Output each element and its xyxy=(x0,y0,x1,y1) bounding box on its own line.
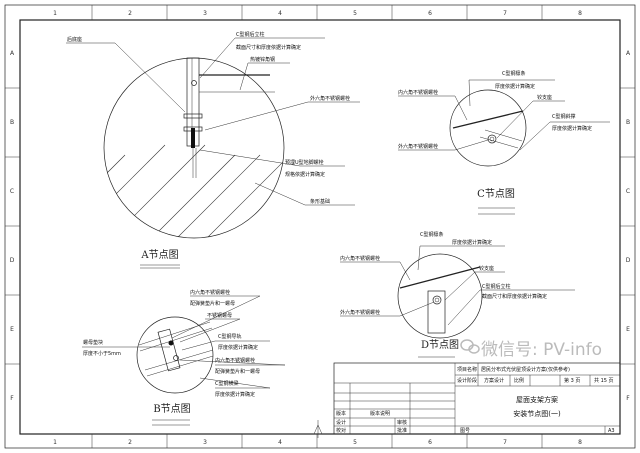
drawing-subtitle: 安装节点图(一) xyxy=(513,409,561,418)
stage-value: 方案设计 xyxy=(484,377,504,384)
callout: C型钢横梁 xyxy=(215,380,239,387)
column-number: 5 xyxy=(353,439,357,446)
column-number: 8 xyxy=(578,10,582,17)
project-label: 项目名称 xyxy=(457,366,477,373)
row-letter: C xyxy=(10,188,14,195)
callout: 外六角不锈钢螺栓 xyxy=(398,143,438,150)
callout: 厚度不小于5mm xyxy=(83,350,121,357)
callout: 铰支座 xyxy=(479,265,494,272)
row-letter: E xyxy=(10,326,14,333)
watermark: 微信号: PV-info xyxy=(481,340,602,360)
callout: 预埋U型地脚螺栓 xyxy=(285,159,324,166)
callout: 厚度依据计算确定 xyxy=(495,83,535,90)
callout: 厚度依据计算确定 xyxy=(552,125,592,132)
callout: 厚度依据计算确定 xyxy=(218,344,258,351)
title-block: 项目名称 居民分布式光伏屋顶设计方案(仅供参考) 设计阶段 方案设计 比例 第 … xyxy=(333,362,621,435)
detail-a: 后底座 C型钢后立柱 截面尺寸和厚度依据计算确定 热镀锌角钢 外六角不锈钢螺栓 … xyxy=(66,31,360,269)
row-letter: B xyxy=(10,119,14,126)
callout: C型钢檩条 xyxy=(420,231,444,238)
callout: 配弹簧垫片和一螺母 xyxy=(215,368,260,375)
detail-d-title: D节点图 xyxy=(421,339,459,351)
detail-d: C型钢檩条 厚度依据计算确定 内六角不锈钢螺栓 铰支座 C型钢后立柱 截面尺寸和… xyxy=(340,231,575,358)
north-arrow-icon xyxy=(313,420,323,438)
column-number: 6 xyxy=(428,439,432,446)
detail-c-title: C节点图 xyxy=(477,188,515,200)
column-number: 8 xyxy=(578,439,582,446)
stage-label: 设计阶段 xyxy=(457,377,477,384)
column-number: 4 xyxy=(278,10,282,17)
detail-b: 内六角不锈钢螺栓 配弹簧垫片和一螺母 不锈钢螺母 C型钢导轨 厚度依据计算确定 … xyxy=(82,289,286,426)
approve-label: 批准 xyxy=(397,427,407,434)
callout: 厚度依据计算确定 xyxy=(452,239,492,246)
callout: 条形基础 xyxy=(310,198,330,205)
row-letter: E xyxy=(626,326,630,333)
callout: 内六角不锈钢螺栓 xyxy=(190,289,230,296)
callout: 内六角不锈钢螺栓 xyxy=(398,89,438,96)
callout: C型钢檩条 xyxy=(502,70,526,77)
row-letter: D xyxy=(626,257,631,264)
callout: 外六角不锈钢螺栓 xyxy=(340,309,380,316)
callout: 内六角不锈钢螺栓 xyxy=(215,357,255,364)
column-number: 5 xyxy=(353,10,357,17)
callout: 截面尺寸和厚度依据计算确定 xyxy=(482,293,547,300)
callout: 规格依据计算确定 xyxy=(285,171,325,178)
row-letter: B xyxy=(626,119,630,126)
callout: 后底座 xyxy=(67,36,82,43)
page-total: 共 15 页 xyxy=(594,377,614,384)
column-number: 6 xyxy=(428,10,432,17)
row-letter: D xyxy=(10,257,15,264)
detail-b-title: B节点图 xyxy=(153,403,190,415)
page-number: 第 3 页 xyxy=(564,377,580,384)
row-letter: A xyxy=(626,50,631,57)
callout: C型钢导轨 xyxy=(218,333,242,340)
row-letter: A xyxy=(10,50,15,57)
callout: C型钢后立柱 xyxy=(482,283,511,290)
column-number: 3 xyxy=(203,439,207,446)
paper-size: A3 xyxy=(608,428,615,434)
callout: C型钢后立柱 xyxy=(236,31,265,38)
row-letter: C xyxy=(626,188,630,195)
callout: C型钢斜撑 xyxy=(552,113,576,120)
column-number: 7 xyxy=(503,10,507,17)
callout: 铰支座 xyxy=(537,94,552,101)
drawing-number-label: 图号 xyxy=(460,428,470,434)
callout: 截面尺寸和厚度依据计算确定 xyxy=(236,44,301,51)
column-number: 1 xyxy=(53,439,57,446)
wechat-icon xyxy=(460,339,480,354)
review-label: 审核 xyxy=(397,419,407,426)
version-desc-label: 版本说明 xyxy=(370,410,390,417)
callout: 热镀锌角钢 xyxy=(250,56,275,63)
row-letter: F xyxy=(10,395,14,402)
check-label: 校对 xyxy=(336,427,346,434)
column-number: 4 xyxy=(278,439,282,446)
column-number: 1 xyxy=(53,10,57,17)
column-number: 7 xyxy=(503,439,507,446)
callout: 配弹簧垫片和一螺母 xyxy=(190,300,235,307)
callout: 外六角不锈钢螺栓 xyxy=(310,95,350,102)
design-label: 设计 xyxy=(336,419,346,426)
version-label: 版本 xyxy=(336,410,346,417)
scale-label: 比例 xyxy=(514,377,524,384)
column-number: 3 xyxy=(203,10,207,17)
detail-c: C型钢檩条 厚度依据计算确定 内六角不锈钢螺栓 铰支座 C型钢斜撑 厚度依据计算… xyxy=(398,70,610,215)
outer-border xyxy=(4,4,636,449)
row-letter: F xyxy=(626,395,630,402)
grid-ticks xyxy=(5,5,635,448)
callout: 内六角不锈钢螺栓 xyxy=(340,255,380,262)
detail-a-title: A节点图 xyxy=(140,249,178,261)
callout: 不锈钢螺母 xyxy=(207,312,232,319)
callout: 螺母垫块 xyxy=(83,339,103,346)
callout: 厚度依据计算确定 xyxy=(215,391,255,398)
drawing-title: 屋面支架方案 xyxy=(516,395,558,404)
project-value: 居民分布式光伏屋顶设计方案(仅供参考) xyxy=(481,366,570,373)
column-number: 2 xyxy=(128,439,132,446)
column-number: 2 xyxy=(128,10,132,17)
